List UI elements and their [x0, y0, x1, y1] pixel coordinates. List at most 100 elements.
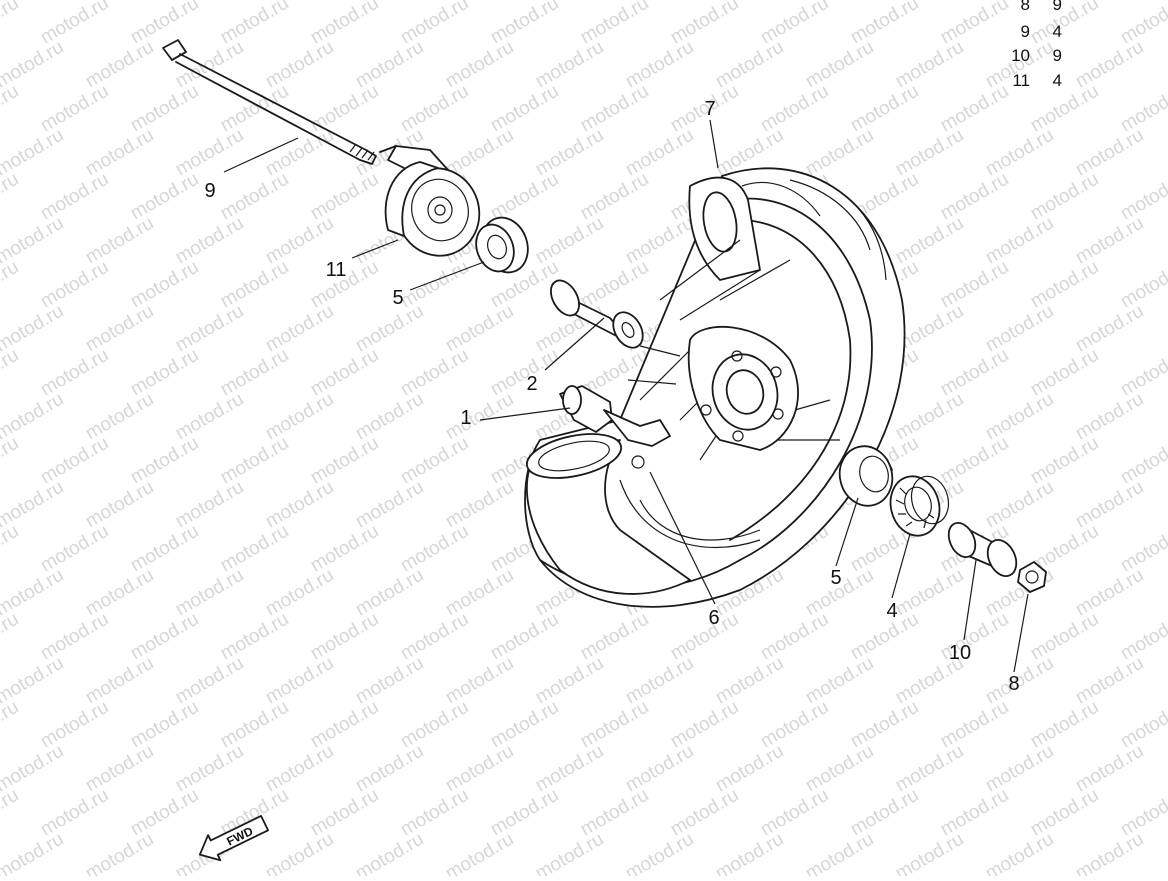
watermark-text: motod.ru	[487, 785, 562, 841]
watermark-text: motod.ru	[1072, 565, 1147, 621]
watermark-text: motod.ru	[442, 829, 517, 876]
collar	[947, 522, 1018, 577]
watermark-text: motod.ru	[667, 697, 742, 753]
watermark-text: motod.ru	[82, 301, 157, 357]
axle-nut	[1017, 561, 1047, 593]
watermark-text: motod.ru	[622, 37, 697, 93]
watermark-text: motod.ru	[127, 345, 202, 401]
spacer-sleeve	[550, 279, 644, 349]
watermark-text: motod.ru	[82, 829, 157, 876]
watermark-text: motod.ru	[82, 389, 157, 445]
watermark-text: motod.ru	[622, 653, 697, 709]
watermark-text: motod.ru	[37, 81, 112, 137]
watermark-text: motod.ru	[307, 433, 382, 489]
watermark-text: motod.ru	[0, 0, 22, 48]
watermark-text: motod.ru	[577, 697, 652, 753]
watermark-text: motod.ru	[0, 785, 22, 841]
callout-4: 4	[886, 600, 897, 622]
callout-5-upper: 5	[392, 287, 403, 309]
watermark-text: motod.ru	[442, 477, 517, 533]
watermark-text: motod.ru	[847, 609, 922, 665]
watermark-text: motod.ru	[37, 521, 112, 577]
callouts: 9 11 5 2 1 7 6 5 4 10 8	[204, 98, 1019, 695]
watermark-text: motod.ru	[397, 785, 472, 841]
watermark-text: motod.ru	[1072, 389, 1147, 445]
valve-stem	[559, 385, 671, 469]
watermark-text: motod.ru	[622, 741, 697, 797]
callout-11: 11	[326, 259, 347, 281]
watermark-text: motod.ru	[1117, 169, 1168, 225]
watermark-text: motod.ru	[127, 169, 202, 225]
watermark-text: motod.ru	[1072, 741, 1147, 797]
watermark-text: motod.ru	[0, 257, 22, 313]
watermark-text: motod.ru	[532, 741, 607, 797]
qty-row-3-part: 10	[1011, 46, 1030, 65]
watermark-text: motod.ru	[577, 257, 652, 313]
watermark-text: motod.ru	[127, 697, 202, 753]
watermark-text: motod.ru	[0, 345, 22, 401]
watermark-text: motod.ru	[217, 521, 292, 577]
watermark-text: motod.ru	[937, 697, 1012, 753]
watermark-text: motod.ru	[82, 477, 157, 533]
watermark-text: motod.ru	[82, 37, 157, 93]
watermark-text: motod.ru	[982, 125, 1057, 181]
callout-6: 6	[708, 607, 719, 629]
watermark-text: motod.ru	[622, 829, 697, 876]
watermark-text: motod.ru	[307, 81, 382, 137]
watermark-text: motod.ru	[37, 433, 112, 489]
watermark-text: motod.ru	[172, 477, 247, 533]
watermark-text: motod.ru	[0, 521, 22, 577]
qty-row-3-qty: 9	[1053, 46, 1062, 65]
watermark-text: motod.ru	[172, 565, 247, 621]
watermark-text: motod.ru	[532, 829, 607, 876]
watermark-text: motod.ru	[127, 81, 202, 137]
watermark-text: motod.ru	[532, 213, 607, 269]
watermark-text: motod.ru	[442, 653, 517, 709]
watermark-text: motod.ru	[82, 125, 157, 181]
watermark-text: motod.ru	[172, 741, 247, 797]
watermark-text: motod.ru	[577, 81, 652, 137]
watermark-text: motod.ru	[0, 169, 22, 225]
watermark-text: motod.ru	[1072, 477, 1147, 533]
watermark-text: motod.ru	[37, 785, 112, 841]
watermark-text: motod.ru	[892, 125, 967, 181]
watermark-text: motod.ru	[127, 609, 202, 665]
watermark-text: motod.ru	[262, 741, 337, 797]
watermark-text: motod.ru	[1117, 433, 1168, 489]
watermark-text: motod.ru	[82, 565, 157, 621]
watermark-text: motod.ru	[217, 257, 292, 313]
watermark-text: motod.ru	[1027, 169, 1102, 225]
oil-seal	[889, 475, 950, 537]
watermark-text: motod.ru	[1027, 697, 1102, 753]
watermark-text: motod.ru	[397, 345, 472, 401]
watermark-text: motod.ru	[37, 609, 112, 665]
watermark-text: motod.ru	[532, 37, 607, 93]
watermark-text: motod.ru	[757, 697, 832, 753]
watermark-text: motod.ru	[892, 565, 967, 621]
watermark-text: motod.ru	[667, 785, 742, 841]
callout-9: 9	[204, 180, 215, 202]
callout-2: 2	[526, 373, 537, 395]
watermark-text: motod.ru	[397, 81, 472, 137]
watermark-text: motod.ru	[352, 37, 427, 93]
watermark-text: motod.ru	[0, 697, 22, 753]
watermark-text: motod.ru	[1117, 697, 1168, 753]
watermark-text: motod.ru	[757, 609, 832, 665]
qty-row-1-qty: 9	[1053, 0, 1062, 14]
watermark-text: motod.ru	[937, 81, 1012, 137]
watermark-text: motod.ru	[352, 741, 427, 797]
watermark-text: motod.ru	[397, 433, 472, 489]
watermark-text: motod.ru	[172, 301, 247, 357]
watermark-text: motod.ru	[1117, 345, 1168, 401]
watermark-text: motod.ru	[1027, 433, 1102, 489]
watermark-text: motod.ru	[217, 609, 292, 665]
watermark-text: motod.ru	[262, 565, 337, 621]
watermark-text: motod.ru	[937, 257, 1012, 313]
watermark-text: motod.ru	[82, 213, 157, 269]
watermark-text: motod.ru	[0, 829, 67, 876]
watermark-text: motod.ru	[307, 521, 382, 577]
watermark-text: motod.ru	[127, 257, 202, 313]
watermark-text: motod.ru	[352, 829, 427, 876]
watermark-text: motod.ru	[397, 697, 472, 753]
watermark-text: motod.ru	[352, 389, 427, 445]
